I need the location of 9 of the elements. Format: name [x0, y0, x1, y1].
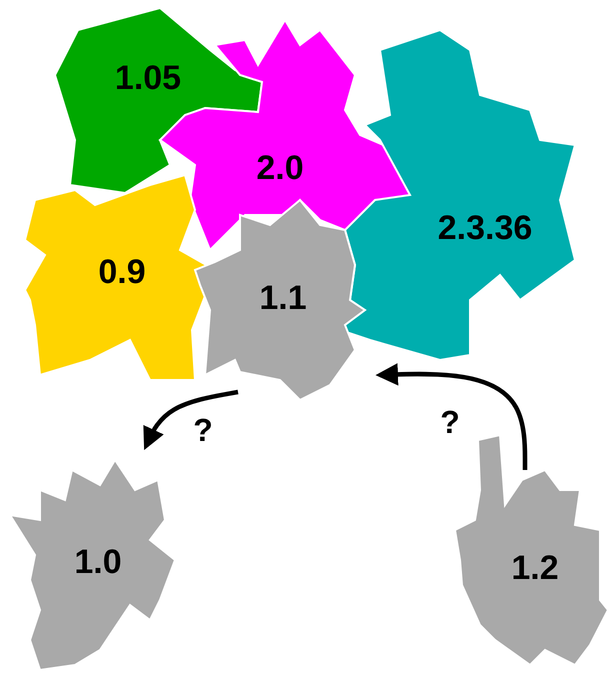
version-label: 1.0 — [74, 545, 122, 579]
version-label: 0.9 — [98, 255, 146, 289]
curved-arrow — [376, 363, 528, 470]
version-label: 1.05 — [114, 61, 182, 95]
version-label: 1.1 — [259, 281, 307, 315]
curved-arrow — [143, 390, 238, 450]
version-label: 2.0 — [256, 151, 304, 185]
version-label: 1.2 — [511, 551, 559, 585]
version-label: 2.3.36 — [438, 211, 532, 245]
